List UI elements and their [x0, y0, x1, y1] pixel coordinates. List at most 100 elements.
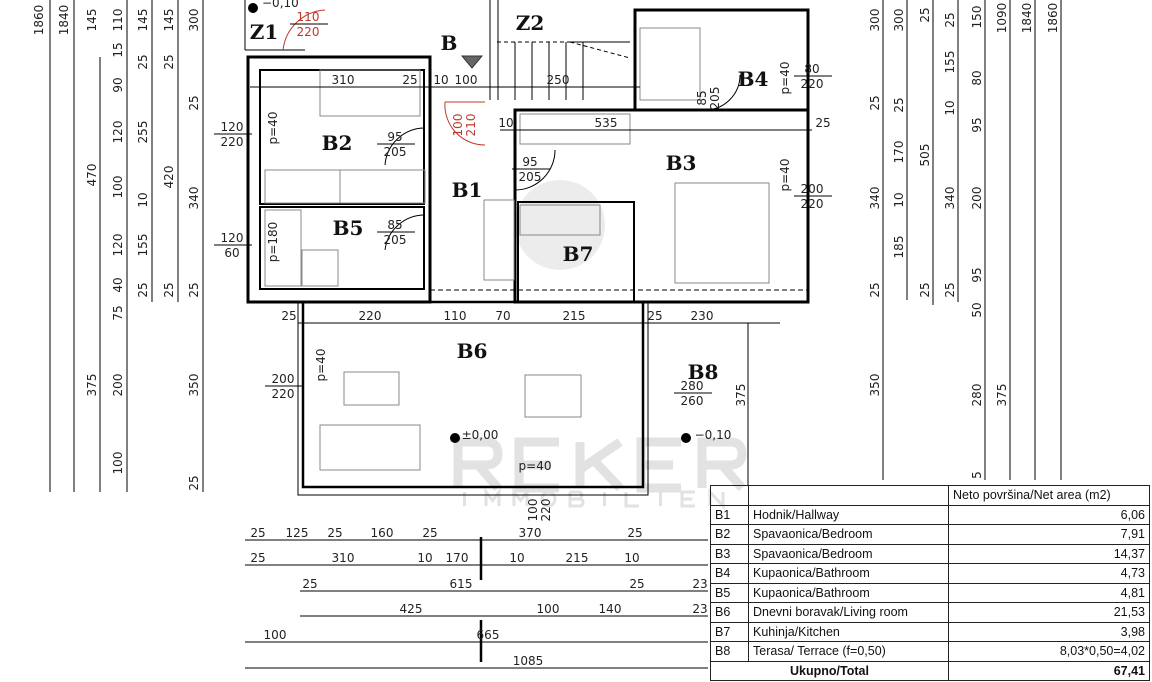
room-code: B2 — [710, 524, 749, 545]
dimension-label: 23 — [692, 577, 707, 591]
level-label: −0,10 — [262, 0, 299, 10]
dimension-label: 100 — [537, 602, 560, 616]
level-label: ±0,00 — [462, 428, 499, 442]
dimension-label: 1840 — [1020, 3, 1034, 34]
dimension-label: 25 — [402, 73, 417, 87]
parapet-label: p=180 — [266, 222, 280, 263]
dimension-label: 420 — [162, 166, 176, 189]
room-label-b2: B2 — [322, 131, 353, 155]
opening-width: 85 — [695, 90, 709, 105]
dimension-label: 145 — [162, 9, 176, 32]
dimension-label: 25 — [162, 282, 176, 297]
dimension-label: 100 — [111, 176, 125, 199]
dimension-label: 10 — [509, 551, 524, 565]
dimension-label: 615 — [450, 577, 473, 591]
dimension-label: 10 — [136, 192, 150, 207]
dimension-label: 1860 — [1046, 3, 1060, 34]
dimension-label: 370 — [519, 526, 542, 540]
room-label-b8: B8 — [688, 360, 719, 384]
room-area: 8,03*0,50=4,02 — [948, 641, 1150, 662]
room-name: Dnevni boravak/Living room — [748, 602, 949, 623]
dimension-label: 25 — [250, 526, 265, 540]
opening-width: 80 — [804, 62, 819, 76]
dimension-label: 300 — [187, 9, 201, 32]
level-marker-icon — [681, 433, 691, 443]
walls — [244, 0, 810, 496]
opening-width: 95 — [387, 130, 402, 144]
dimension-label: 375 — [995, 384, 1009, 407]
dimension-label: 160 — [371, 526, 394, 540]
dimension-label: 25 — [918, 7, 932, 22]
dimension-label: 350 — [187, 374, 201, 397]
table-header-row: Neto površina/Net area (m2) — [710, 485, 1150, 506]
room-label-b3: B3 — [666, 151, 697, 175]
dimension-label: 155 — [136, 234, 150, 257]
dimension-label: 1090 — [995, 3, 1009, 34]
table-header-empty — [748, 485, 949, 506]
dimension-label: 25 — [647, 309, 662, 323]
dimension-label: 535 — [595, 116, 618, 130]
dimension-label: 170 — [446, 551, 469, 565]
room-area: 6,06 — [948, 504, 1150, 525]
dimension-label: 200 — [970, 187, 984, 210]
dimension-label: 25 — [250, 551, 265, 565]
table-header-empty — [710, 485, 749, 506]
dimension-label: 10 — [943, 100, 957, 115]
dimension-label: 25 — [918, 282, 932, 297]
dimension-label: 215 — [563, 309, 586, 323]
dimension-label: 350 — [868, 374, 882, 397]
dimension-label: 1085 — [513, 654, 544, 668]
total-label: Ukupno/Total — [710, 660, 949, 681]
dimension-label: 505 — [918, 144, 932, 167]
room-area: 7,91 — [948, 524, 1150, 545]
dimension-label: 80 — [970, 70, 984, 85]
dimension-label: 25 — [327, 526, 342, 540]
table-header-net-area: Neto površina/Net area (m2) — [948, 485, 1150, 506]
dimension-label: 300 — [892, 9, 906, 32]
dimension-label: 25 — [629, 577, 644, 591]
dimension-label: 10 — [498, 116, 513, 130]
room-name: Spavaonica/Bedroom — [748, 543, 949, 564]
opening-height: 205 — [384, 233, 407, 247]
dimension-label: 230 — [691, 309, 714, 323]
watermark-letter — [514, 492, 527, 506]
dimension-label: 95 — [970, 267, 984, 282]
entrance-marker-icon — [460, 55, 484, 69]
dimension-label: 250 — [547, 73, 570, 87]
dimension-label: 90 — [111, 77, 125, 92]
dimension-label: 25 — [943, 282, 957, 297]
opening-width: 95 — [522, 155, 537, 169]
dimension-label: 120 — [111, 234, 125, 257]
level-label: −0,10 — [695, 428, 732, 442]
opening-width: 200 — [272, 372, 295, 386]
dimension-label: 375 — [734, 384, 748, 407]
room-label-b6: B6 — [457, 339, 488, 363]
level-marker-icon — [248, 3, 258, 13]
level-markers — [248, 3, 691, 443]
dimension-label: 40 — [111, 277, 125, 292]
dimension-lines — [49, 0, 1062, 669]
dimension-label: 340 — [187, 187, 201, 210]
door-swings — [282, 9, 741, 251]
dimension-label: 110 — [444, 309, 467, 323]
dimension-label: 10 — [433, 73, 448, 87]
dimension-label: 340 — [868, 187, 882, 210]
dimension-label: 100 — [455, 73, 478, 87]
dimension-label: 120 — [111, 121, 125, 144]
room-area: 4,73 — [948, 563, 1150, 584]
room-code: B6 — [710, 602, 749, 623]
room-label-z2: Z2 — [516, 11, 545, 35]
dimension-label: 310 — [332, 73, 355, 87]
dimension-label: 25 — [187, 95, 201, 110]
parapet-label: p=40 — [519, 459, 552, 473]
room-area: 3,98 — [948, 621, 1150, 642]
dimension-label: 25 — [136, 54, 150, 69]
opening-height: 205 — [519, 170, 542, 184]
room-code: B7 — [710, 621, 749, 642]
room-label-b5: B5 — [333, 216, 364, 240]
